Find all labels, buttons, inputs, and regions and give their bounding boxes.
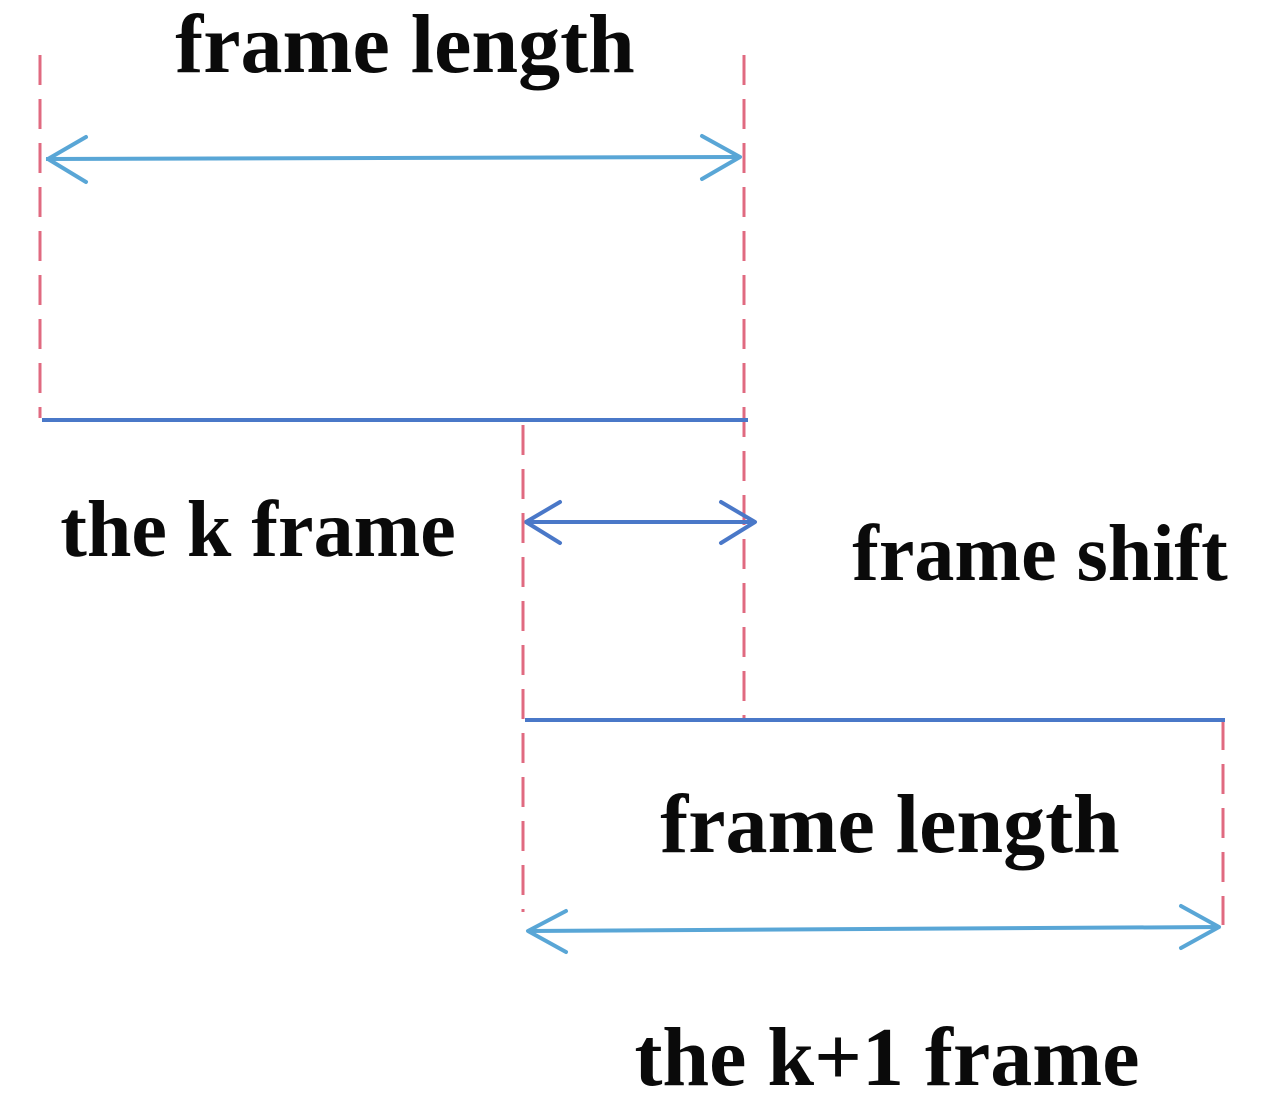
bottom-frame-length-label: frame length: [660, 778, 1120, 871]
k1-frame-label: the k+1 frame: [634, 1011, 1139, 1104]
k-frame-label: the k frame: [60, 486, 455, 574]
frame-shift-label: frame shift: [852, 510, 1228, 598]
top-frame-length-arrow: [45, 134, 742, 184]
frame-shift-arrow: [524, 500, 757, 545]
bottom-frame-length-arrow: [526, 904, 1221, 954]
top-frame-length-label: frame length: [175, 0, 635, 91]
